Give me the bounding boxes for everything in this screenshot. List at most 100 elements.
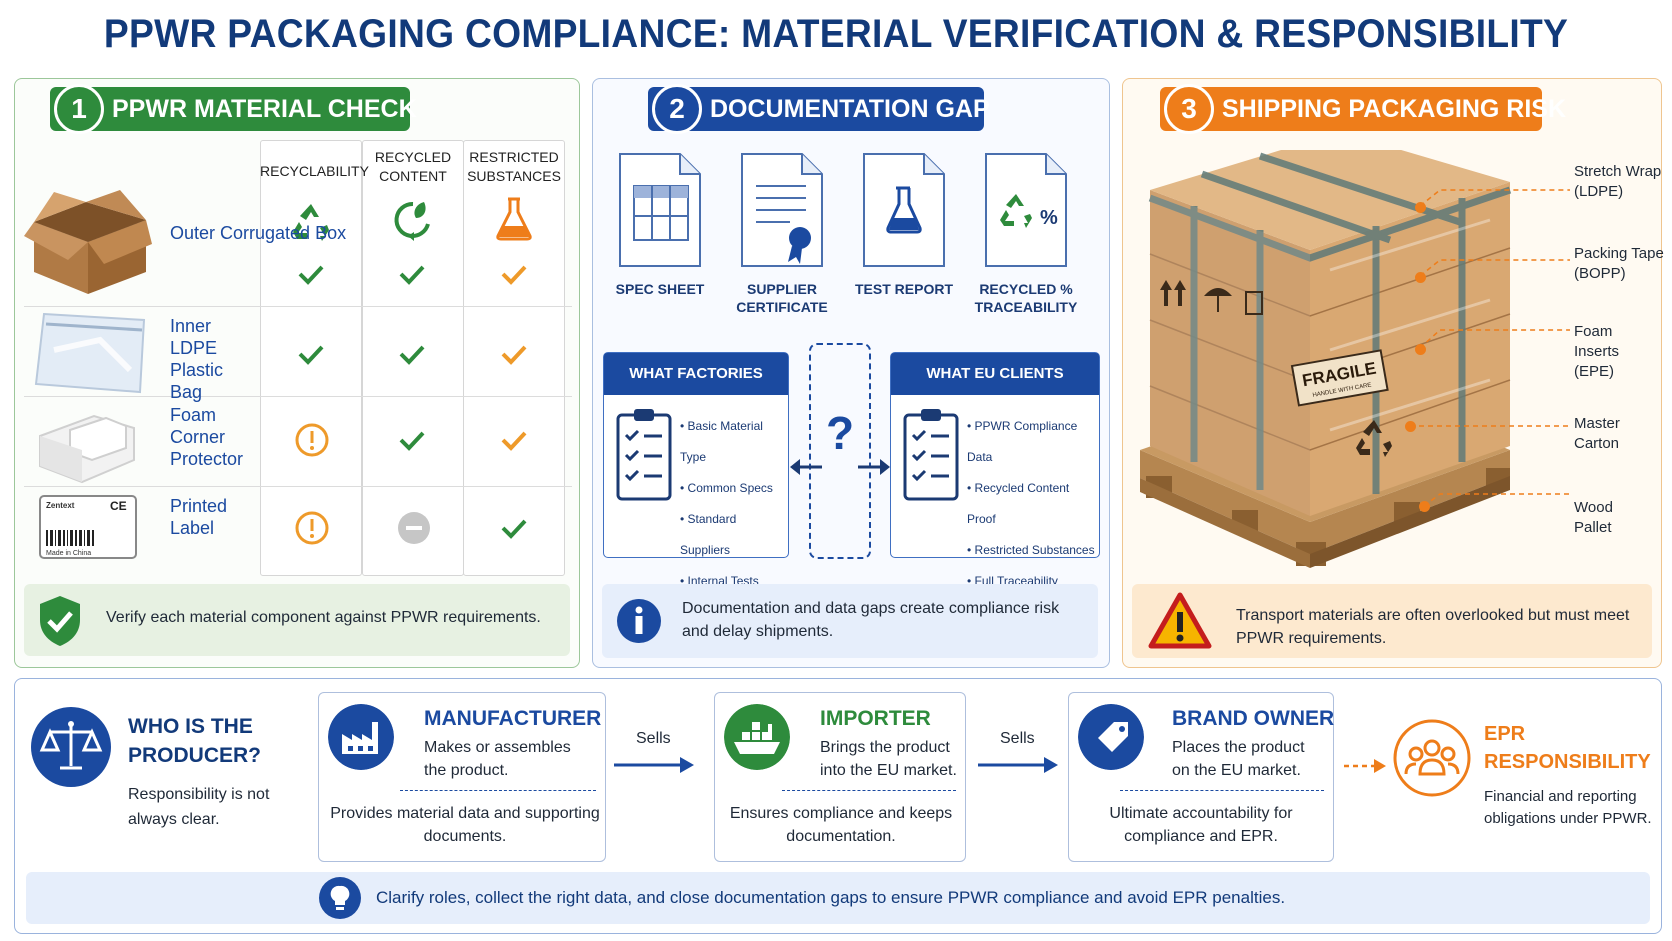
list-item: Standard Suppliers	[680, 504, 788, 566]
gap-frame	[809, 343, 871, 559]
sells-arrow-icon	[978, 757, 1058, 773]
warning-icon	[295, 511, 329, 545]
neutral-icon	[398, 512, 430, 544]
document-label: TEST REPORT	[854, 281, 953, 297]
spec-sheet-icon	[619, 153, 701, 267]
list-item: Recycled Content Proof	[967, 473, 1099, 535]
section-1-badge: 1 PPWR MATERIAL CHECK	[50, 84, 417, 134]
info-icon	[617, 599, 661, 643]
callout-dot	[1415, 202, 1426, 213]
flask-icon	[496, 197, 532, 241]
check-icon	[399, 265, 425, 285]
row-divider	[24, 396, 572, 397]
producer-question-text: Responsibility is not always clear.	[128, 786, 270, 828]
material-tip-bar	[24, 584, 570, 656]
lightbulb-icon	[319, 877, 361, 919]
row-divider	[24, 486, 572, 487]
test-report-icon	[863, 153, 945, 267]
brand-owner-text: Places the product on the EU market.	[1172, 739, 1305, 779]
sells-label: Sells	[1000, 730, 1035, 747]
gap-double-arrow	[790, 459, 890, 475]
factories-know-list: Basic Material Type Common Specs Standar…	[680, 411, 788, 597]
section-1-title: PPWR MATERIAL CHECK	[112, 95, 417, 123]
svg-text:%: %	[1040, 207, 1058, 229]
warning-triangle-icon	[1148, 592, 1212, 649]
material-tip-text: Verify each material component against P…	[106, 609, 541, 626]
callout-label: Master Carton	[1574, 415, 1620, 452]
check-icon	[501, 519, 527, 539]
shipping-tip-bar	[1132, 584, 1652, 658]
dashed-arrow-icon	[1344, 759, 1386, 773]
check-icon	[399, 431, 425, 451]
svg-text:CE: CE	[110, 499, 127, 513]
column-header: RECYCLABILITY	[260, 163, 369, 179]
list-item: Restricted Substances	[967, 535, 1099, 566]
manufacturer-title: MANUFACTURER	[424, 707, 602, 730]
importer-divider	[782, 790, 956, 791]
gap-question-mark: ?	[825, 407, 855, 459]
documentation-tip-bar	[602, 584, 1098, 658]
foam-protector-image	[39, 414, 135, 484]
page-title: PPWR PACKAGING COMPLIANCE: MATERIAL VERI…	[103, 12, 1569, 56]
manufacturer-divider	[400, 790, 596, 791]
check-icon	[501, 345, 527, 365]
importer-sub-text: Ensures compliance and keeps documentati…	[729, 805, 953, 845]
tag-icon	[1078, 704, 1144, 770]
brand-owner-divider	[1120, 790, 1324, 791]
manufacturer-text: Makes or assembles the product.	[424, 739, 571, 779]
sells-arrow-icon	[614, 757, 694, 773]
column-header: RECYCLED CONTENT	[374, 149, 452, 184]
material-name: Inner LDPE Plastic Bag	[170, 316, 224, 402]
footer-bar	[26, 872, 1650, 924]
section-1-number: 1	[54, 84, 104, 134]
callout-label: Foam Inserts (EPE)	[1574, 323, 1620, 380]
people-group-icon	[1393, 719, 1471, 797]
label-origin-text: Made in China	[46, 550, 91, 557]
callout-label: Packing Tape (BOPP)	[1574, 245, 1664, 282]
eu-clients-request-title: WHAT EU CLIENTS REQUEST	[891, 353, 1099, 424]
plastic-bag-image	[34, 312, 146, 394]
callout-dot	[1415, 344, 1426, 355]
printed-label-image: Zentext CE Made in China	[39, 495, 137, 559]
checklist-icon	[616, 409, 672, 501]
importer-title: IMPORTER	[820, 707, 931, 730]
document-label: RECYCLED % TRACEABILITY	[974, 281, 1078, 315]
importer-text: Brings the product into the EU market.	[820, 739, 957, 779]
recycled-traceability-icon: %	[985, 153, 1067, 267]
list-item: PPWR Compliance Data	[967, 411, 1099, 473]
check-icon	[298, 265, 324, 285]
recycled-leaf-icon	[394, 201, 430, 241]
eu-clients-request-box: WHAT EU CLIENTS REQUEST PPWR Compliance …	[890, 352, 1100, 588]
epr-text: Financial and reporting obligations unde…	[1484, 788, 1652, 827]
callout-dot	[1419, 501, 1430, 512]
manufacturer-sub-text: Provides material data and supporting do…	[330, 805, 600, 845]
document-label: SUPPLIER CERTIFICATE	[736, 281, 828, 315]
check-icon	[501, 265, 527, 285]
producer-question-title: WHO IS THE PRODUCER?	[128, 715, 262, 767]
cargo-ship-icon	[724, 704, 790, 770]
column-header: RESTRICTED SUBSTANCES	[467, 149, 561, 184]
material-name: Printed Label	[170, 496, 228, 538]
material-name: Foam Corner Protector	[170, 405, 244, 469]
factory-icon	[328, 704, 394, 770]
brand-owner-sub-text: Ultimate accountability for compliance a…	[1109, 805, 1293, 845]
footer-text: Clarify roles, collect the right data, a…	[376, 888, 1286, 907]
documentation-tip-text: Documentation and data gaps create compl…	[682, 600, 1060, 640]
factories-know-title: WHAT FACTORIES KNOW	[604, 353, 788, 424]
label-brand-text: Zentext	[46, 501, 75, 510]
shipping-tip-text: Transport materials are often overlooked…	[1236, 607, 1630, 647]
pallet-illustration: FRAGILE HANDLE WITH CARE	[1140, 150, 1512, 568]
shield-check-icon	[40, 596, 80, 646]
callout-dot	[1405, 421, 1416, 432]
material-name: Outer Corrugated Box	[170, 223, 347, 243]
row-divider	[24, 306, 572, 307]
callout-label: Stretch Wrap (LDPE)	[1574, 163, 1662, 200]
list-item: Common Specs	[680, 473, 788, 504]
scales-icon	[31, 707, 111, 787]
callout-label: Wood Pallet	[1574, 499, 1613, 536]
section-3-title: SHIPPING PACKAGING RISK	[1222, 95, 1567, 123]
section-2-number: 2	[652, 84, 702, 134]
sells-label: Sells	[636, 730, 671, 747]
factories-know-box: WHAT FACTORIES KNOW Basic Material Type …	[603, 352, 789, 588]
